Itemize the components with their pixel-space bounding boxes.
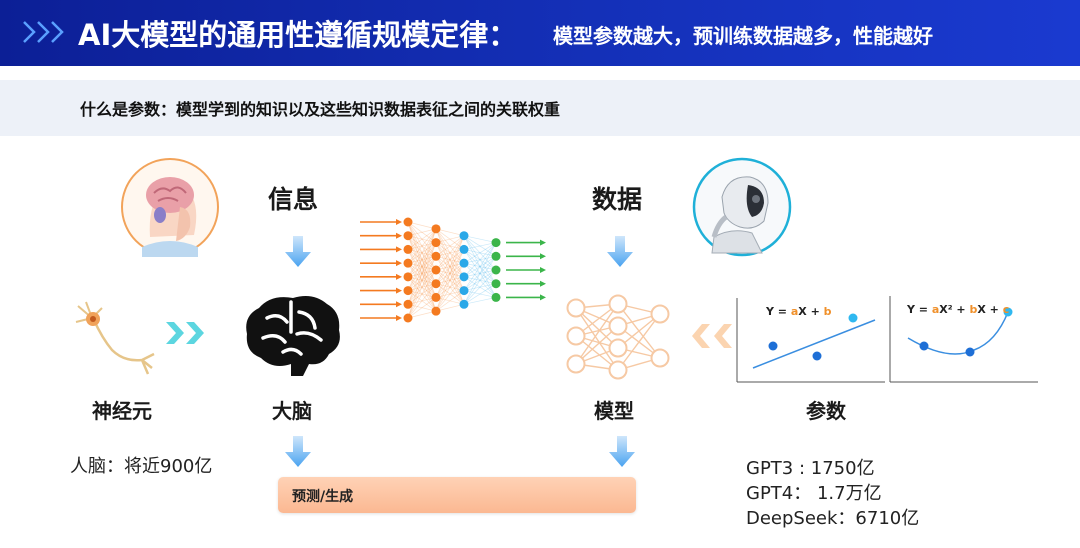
model-param-list: GPT3 : 1750亿 GPT4： 1.7万亿 DeepSeek：6710亿 bbox=[746, 456, 919, 531]
page-title: AI大模型的通用性遵循规模定律： bbox=[78, 18, 518, 52]
quadratic-equation: Y = aX² + bX + c bbox=[907, 303, 1010, 316]
list-item: GPT4： 1.7万亿 bbox=[746, 483, 882, 504]
brain-neuron-count: 人脑：将近900亿 bbox=[70, 456, 213, 477]
info-label: 信息 bbox=[268, 185, 319, 214]
page-subtitle: 模型参数越大，预训练数据越多，性能越好 bbox=[553, 24, 933, 48]
model-network-icon bbox=[566, 294, 670, 380]
robot-head-icon bbox=[692, 157, 792, 257]
chevron-right-icon bbox=[166, 322, 204, 344]
parameter-definition: 什么是参数：模型学到的知识以及这些知识数据表征之间的关联权重 bbox=[80, 100, 561, 119]
brain-label: 大脑 bbox=[272, 399, 312, 423]
curve-plot-icon bbox=[889, 296, 1038, 383]
params-label: 参数 bbox=[806, 399, 846, 423]
neuron-icon bbox=[75, 301, 155, 375]
definition-bar: 什么是参数：模型学到的知识以及这些知识数据表征之间的关联权重 bbox=[0, 80, 1080, 136]
down-arrow-icon bbox=[609, 436, 635, 467]
model-label: 模型 bbox=[594, 399, 634, 423]
list-item: DeepSeek：6710亿 bbox=[746, 508, 920, 529]
brain-head-icon bbox=[121, 158, 219, 257]
data-label: 数据 bbox=[592, 185, 643, 214]
chevron-right-icon bbox=[23, 21, 64, 43]
header-banner: AI大模型的通用性遵循规模定律： 模型参数越大，预训练数据越多，性能越好 bbox=[0, 0, 1080, 66]
neural-network-icon bbox=[360, 217, 546, 323]
linear-plot-icon bbox=[736, 298, 885, 383]
list-item: GPT3 : 1750亿 bbox=[746, 458, 875, 479]
prediction-bar: 预测/生成 bbox=[278, 477, 636, 513]
linear-equation: Y = aX + b bbox=[766, 305, 832, 318]
brain-icon bbox=[246, 296, 340, 376]
neuron-label: 神经元 bbox=[92, 399, 152, 423]
down-arrow-icon bbox=[285, 436, 311, 467]
down-arrow-icon bbox=[607, 236, 633, 267]
prediction-label: 预测/生成 bbox=[292, 489, 354, 505]
chevron-left-icon bbox=[692, 324, 732, 348]
down-arrow-icon bbox=[285, 236, 311, 267]
